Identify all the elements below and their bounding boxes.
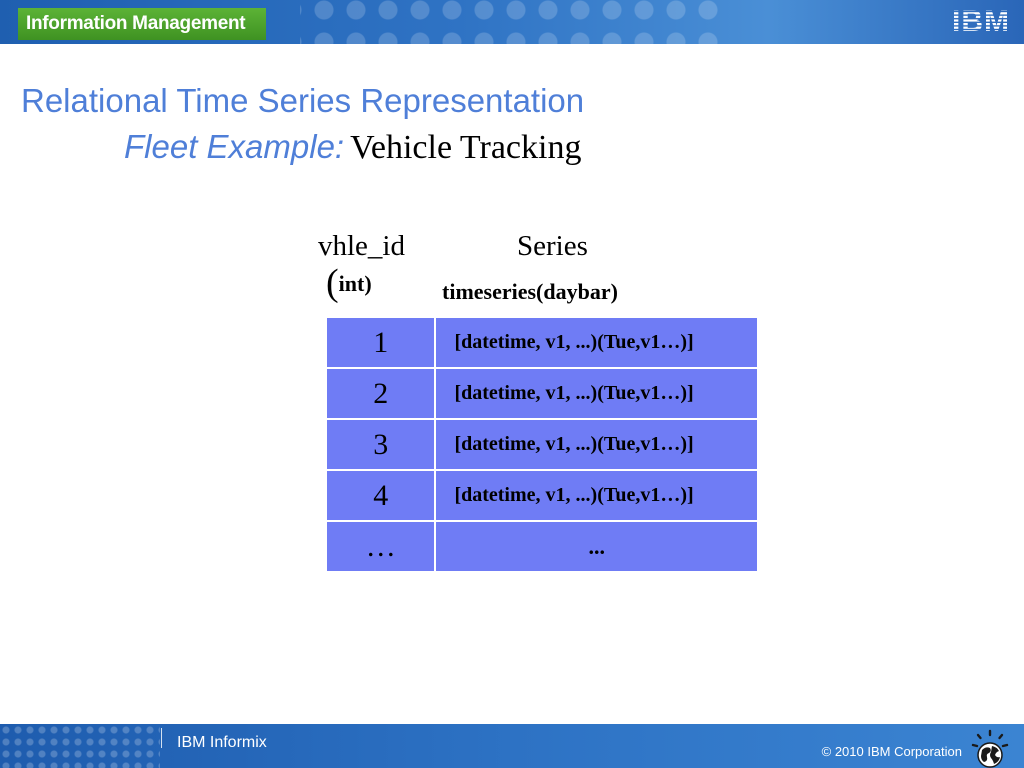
subtitle-example-label: Fleet Example:	[124, 128, 345, 165]
table-row: 1 [datetime, v1, ...)(Tue,v1…)]	[324, 316, 759, 369]
column-type-id-label: int	[338, 271, 365, 296]
column-type-open-paren: (	[326, 262, 339, 304]
series-table: 1 [datetime, v1, ...)(Tue,v1…)] 2 [datet…	[324, 316, 759, 573]
table-row: … ...	[324, 520, 759, 573]
header-bar: Information Management IBM	[0, 0, 1024, 44]
series-value-cell: [datetime, v1, ...)(Tue,v1…)]	[434, 367, 759, 420]
column-type-id: (int)	[326, 264, 372, 302]
column-type-series: timeseries(daybar)	[442, 279, 618, 304]
table-row: 3 [datetime, v1, ...)(Tue,v1…)]	[324, 418, 759, 471]
ibm-logo-icon: IBM	[952, 5, 1010, 35]
column-header-series: Series	[517, 230, 588, 262]
column-header-id: vhle_id	[318, 230, 405, 262]
table-row: 4 [datetime, v1, ...)(Tue,v1…)]	[324, 469, 759, 522]
page-title: Relational Time Series Representation	[21, 82, 585, 119]
globe-icon	[971, 729, 1009, 768]
vehicle-id-cell: 3	[324, 418, 437, 471]
vehicle-id-cell: …	[324, 520, 437, 573]
subtitle-example-name: Vehicle Tracking	[350, 129, 582, 166]
table-row: 2 [datetime, v1, ...)(Tue,v1…)]	[324, 367, 759, 420]
ibm-logo-text: IBM	[952, 5, 1010, 35]
footer-bar: IBM Informix © 2010 IBM Corporation	[0, 724, 1024, 768]
footer-divider	[161, 728, 162, 748]
vehicle-id-cell: 4	[324, 469, 437, 522]
series-value-cell: ...	[434, 520, 759, 573]
vehicle-id-cell: 2	[324, 367, 437, 420]
brand-label: Information Management	[18, 8, 266, 40]
vehicle-id-cell: 1	[324, 316, 437, 369]
series-value-cell: [datetime, v1, ...)(Tue,v1…)]	[434, 418, 759, 471]
subtitle: Fleet Example:Vehicle Tracking	[124, 128, 581, 167]
footer-product-name: IBM Informix	[177, 734, 267, 751]
footer-decoration	[0, 724, 160, 768]
footer-copyright: © 2010 IBM Corporation	[821, 744, 962, 759]
column-type-close-paren: )	[364, 271, 372, 296]
series-value-cell: [datetime, v1, ...)(Tue,v1…)]	[434, 469, 759, 522]
header-decoration	[300, 0, 720, 44]
series-value-cell: [datetime, v1, ...)(Tue,v1…)]	[434, 316, 759, 369]
